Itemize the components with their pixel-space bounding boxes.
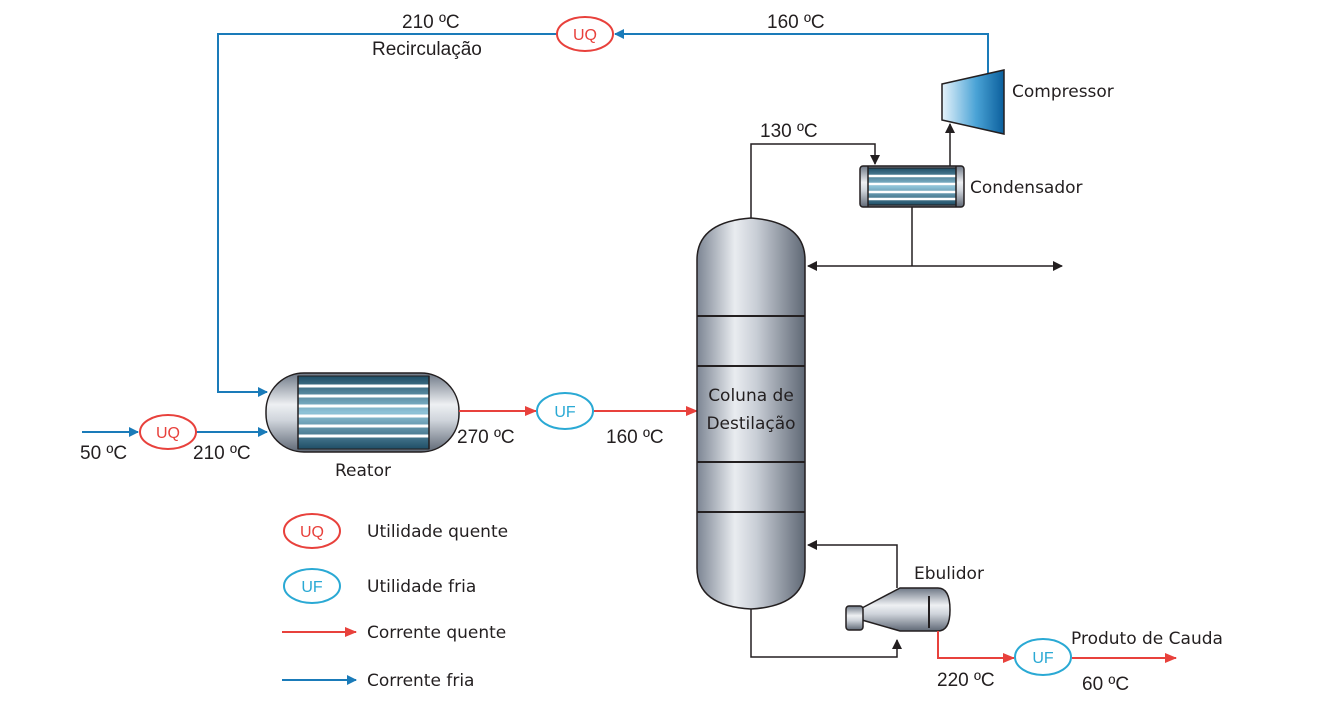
svg-text:UF: UF xyxy=(554,404,576,421)
overhead-line xyxy=(750,143,880,218)
svg-text:Utilidade quente: Utilidade quente xyxy=(367,522,508,542)
bottoms-line xyxy=(937,631,1177,663)
legend-cold-utility: UF Utilidade fria xyxy=(283,568,476,604)
legend: UQ Utilidade quente UF Utilidade fria Co… xyxy=(282,513,508,691)
effluent-cooler: UF xyxy=(536,392,594,430)
column-top-temp-label: 130 ºC xyxy=(760,121,818,142)
recycle-heater: UQ xyxy=(556,16,614,52)
bottoms-product-label: Produto de Cauda xyxy=(1071,629,1223,649)
svg-text:UQ: UQ xyxy=(156,425,180,442)
compressor xyxy=(941,69,1005,135)
legend-cold-stream: Corrente fria xyxy=(282,671,474,691)
feed-temp-label: 50 ºC xyxy=(80,443,127,464)
recycle-label: Recirculação xyxy=(372,39,482,60)
svg-text:Corrente fria: Corrente fria xyxy=(367,671,474,691)
feed-heater: UQ xyxy=(139,414,197,450)
condenser-label: Condensador xyxy=(970,178,1083,198)
compressor-label: Compressor xyxy=(1012,82,1114,102)
bottoms-temp-label: 220 ºC xyxy=(937,670,995,691)
reactor xyxy=(265,372,460,453)
svg-text:Utilidade fria: Utilidade fria xyxy=(367,577,476,597)
recycle-line xyxy=(217,29,989,397)
reactor-label: Reator xyxy=(335,461,391,481)
distillation-column: Coluna de Destilação xyxy=(696,217,806,610)
svg-text:UF: UF xyxy=(1032,650,1054,667)
column-label-2: Destilação xyxy=(706,414,795,434)
reboiler xyxy=(845,587,951,632)
bottoms-cooler: UF xyxy=(1014,638,1072,676)
svg-text:Corrente quente: Corrente quente xyxy=(367,623,506,643)
bottoms-product-temp-label: 60 ºC xyxy=(1082,674,1129,695)
legend-hot-utility: UQ Utilidade quente xyxy=(283,513,508,549)
reflux-line xyxy=(807,207,1063,271)
reboiler-label: Ebulidor xyxy=(914,564,984,584)
svg-text:UQ: UQ xyxy=(300,524,324,541)
reboiler-loop xyxy=(750,540,902,658)
reactor-out-temp-label: 270 ºC xyxy=(457,427,515,448)
column-label-1: Coluna de xyxy=(708,386,794,406)
feed-heated-temp-label: 210 ºC xyxy=(193,443,251,464)
condenser xyxy=(859,165,965,208)
svg-text:UQ: UQ xyxy=(573,27,597,44)
svg-text:UF: UF xyxy=(301,579,323,596)
legend-hot-stream: Corrente quente xyxy=(282,623,506,643)
column-feed-temp-label: 160 ºC xyxy=(606,427,664,448)
recycle-temp-label: 210 ºC xyxy=(402,12,460,33)
compressor-out-temp-label: 160 ºC xyxy=(767,12,825,33)
